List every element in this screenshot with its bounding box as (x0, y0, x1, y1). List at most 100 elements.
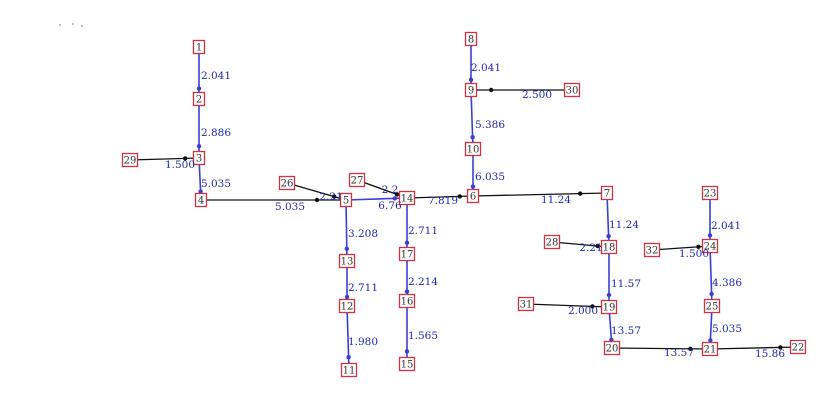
edge-marker-7-18 (606, 234, 611, 239)
edge-marker-13-12 (344, 294, 350, 300)
node-label-31: 31 (520, 300, 533, 311)
edge-label-28-18: 2.21 (579, 242, 602, 254)
node-9: 9 (464, 82, 478, 98)
node-box-20 (603, 340, 621, 356)
edge-marker-14-17 (404, 240, 410, 245)
edge-marker-9-10 (470, 135, 475, 140)
node-label-18: 18 (603, 243, 616, 254)
node-label-14: 14 (401, 194, 414, 205)
node-label-6: 6 (470, 192, 476, 203)
node-label-13: 13 (341, 257, 354, 268)
node-label-19: 19 (603, 303, 616, 314)
edge-marker-12-11 (346, 355, 351, 360)
node-label-3: 3 (196, 154, 202, 165)
node-label-29: 29 (124, 156, 137, 167)
node-label-17: 17 (401, 250, 414, 261)
edge-label-25-21: 5.035 (712, 323, 742, 335)
node-box-32 (643, 242, 661, 258)
edge-label-24-25: 4.386 (712, 277, 742, 289)
edge-label-6-7: 11.24 (541, 194, 571, 206)
edge-label-23-24: 2.041 (711, 220, 741, 232)
edge-label-2-3: 2.886 (201, 127, 231, 139)
node-32: 32 (643, 242, 661, 258)
edge-marker-18-19 (606, 292, 612, 298)
node-25: 25 (703, 298, 721, 314)
node-30: 30 (563, 82, 581, 98)
edge-6-7 (472, 192, 608, 197)
edge-label-20-21: 13.57 (664, 347, 694, 359)
edge-label-5-14: 6.76 (378, 200, 402, 212)
edge-labels-layer: 2.041 2.886 5.035 1.500 5.035 2.21 3.208 2.711 1… (165, 62, 785, 360)
node-box-23 (701, 185, 719, 201)
edge-14-6 (406, 195, 474, 199)
node-label-25: 25 (706, 302, 719, 313)
node-label-7: 7 (604, 189, 610, 200)
node-16: 16 (398, 293, 416, 309)
edge-marker-26-5 (332, 194, 337, 199)
node-box-22 (789, 339, 807, 355)
node-label-5: 5 (343, 196, 349, 207)
edge-label-4-5: 5.035 (275, 201, 305, 213)
node-label-20: 20 (606, 344, 619, 355)
node-label-32: 32 (646, 246, 659, 257)
node-box-1 (192, 39, 206, 55)
edge-label-32-24: 1.500 (679, 248, 709, 260)
edge-marker-30-9 (489, 87, 494, 93)
node-label-12: 12 (341, 302, 354, 313)
node-13: 13 (338, 253, 356, 269)
node-box-12 (338, 298, 356, 314)
edge-9-10 (470, 89, 474, 150)
node-label-22: 22 (792, 343, 805, 354)
edge-marker-29-3 (183, 156, 188, 161)
edge-label-9-10: 5.386 (475, 119, 505, 131)
node-label-27: 27 (351, 176, 364, 187)
node-box-2 (192, 91, 206, 107)
edge-label-1-2: 2.041 (201, 70, 231, 82)
edge-marker-4-5 (314, 197, 320, 203)
edge-marker-3-4 (198, 189, 203, 194)
node-box-14 (398, 190, 416, 206)
node-label-24: 24 (704, 242, 717, 253)
edge-label-13-12: 2.711 (348, 282, 378, 294)
node-1: 1 (192, 39, 206, 55)
edge-20-21 (611, 347, 711, 350)
node-label-16: 16 (401, 297, 414, 308)
edge-marker-10-6 (470, 184, 476, 189)
corner-speck-2 (81, 25, 83, 27)
edge-label-5-13: 3.208 (348, 228, 378, 240)
node-box-10 (464, 141, 482, 157)
edge-marker-6-7 (578, 191, 583, 196)
node-box-26 (278, 175, 296, 191)
edge-marker-21-22 (778, 345, 783, 350)
node-label-1: 1 (196, 43, 202, 54)
edge-marker-27-14 (394, 192, 400, 197)
node-box-31 (517, 296, 535, 312)
edge-marker-5-14 (392, 196, 397, 201)
node-26: 26 (278, 175, 296, 191)
edge-24-25 (709, 245, 713, 307)
edge-label-27-14: 2.2 (382, 184, 399, 196)
node-label-30: 30 (566, 86, 579, 97)
node-box-28 (543, 234, 561, 250)
node-box-30 (563, 82, 581, 98)
edge-label-26-5: 2.21 (319, 191, 342, 203)
edge-label-16-15: 1.565 (408, 330, 438, 342)
edge-label-19-20: 13.57 (611, 325, 641, 337)
edge-label-29-3: 1.500 (165, 159, 195, 171)
node-box-21 (701, 341, 719, 357)
edge-label-10-6: 6.035 (475, 171, 505, 183)
edge-marker-5-13 (344, 246, 349, 251)
edge-31-19 (525, 303, 610, 308)
node-box-13 (338, 253, 356, 269)
node-22: 22 (789, 339, 807, 355)
node-box-27 (348, 172, 366, 188)
edge-label-14-17: 2.711 (408, 225, 438, 237)
node-box-17 (398, 246, 416, 262)
node-15: 15 (398, 356, 416, 372)
node-21: 21 (701, 341, 719, 357)
edge-marker-8-9 (468, 77, 474, 83)
node-18: 18 (600, 239, 618, 255)
corner-speck-0 (59, 24, 61, 26)
node-box-29 (121, 152, 139, 168)
